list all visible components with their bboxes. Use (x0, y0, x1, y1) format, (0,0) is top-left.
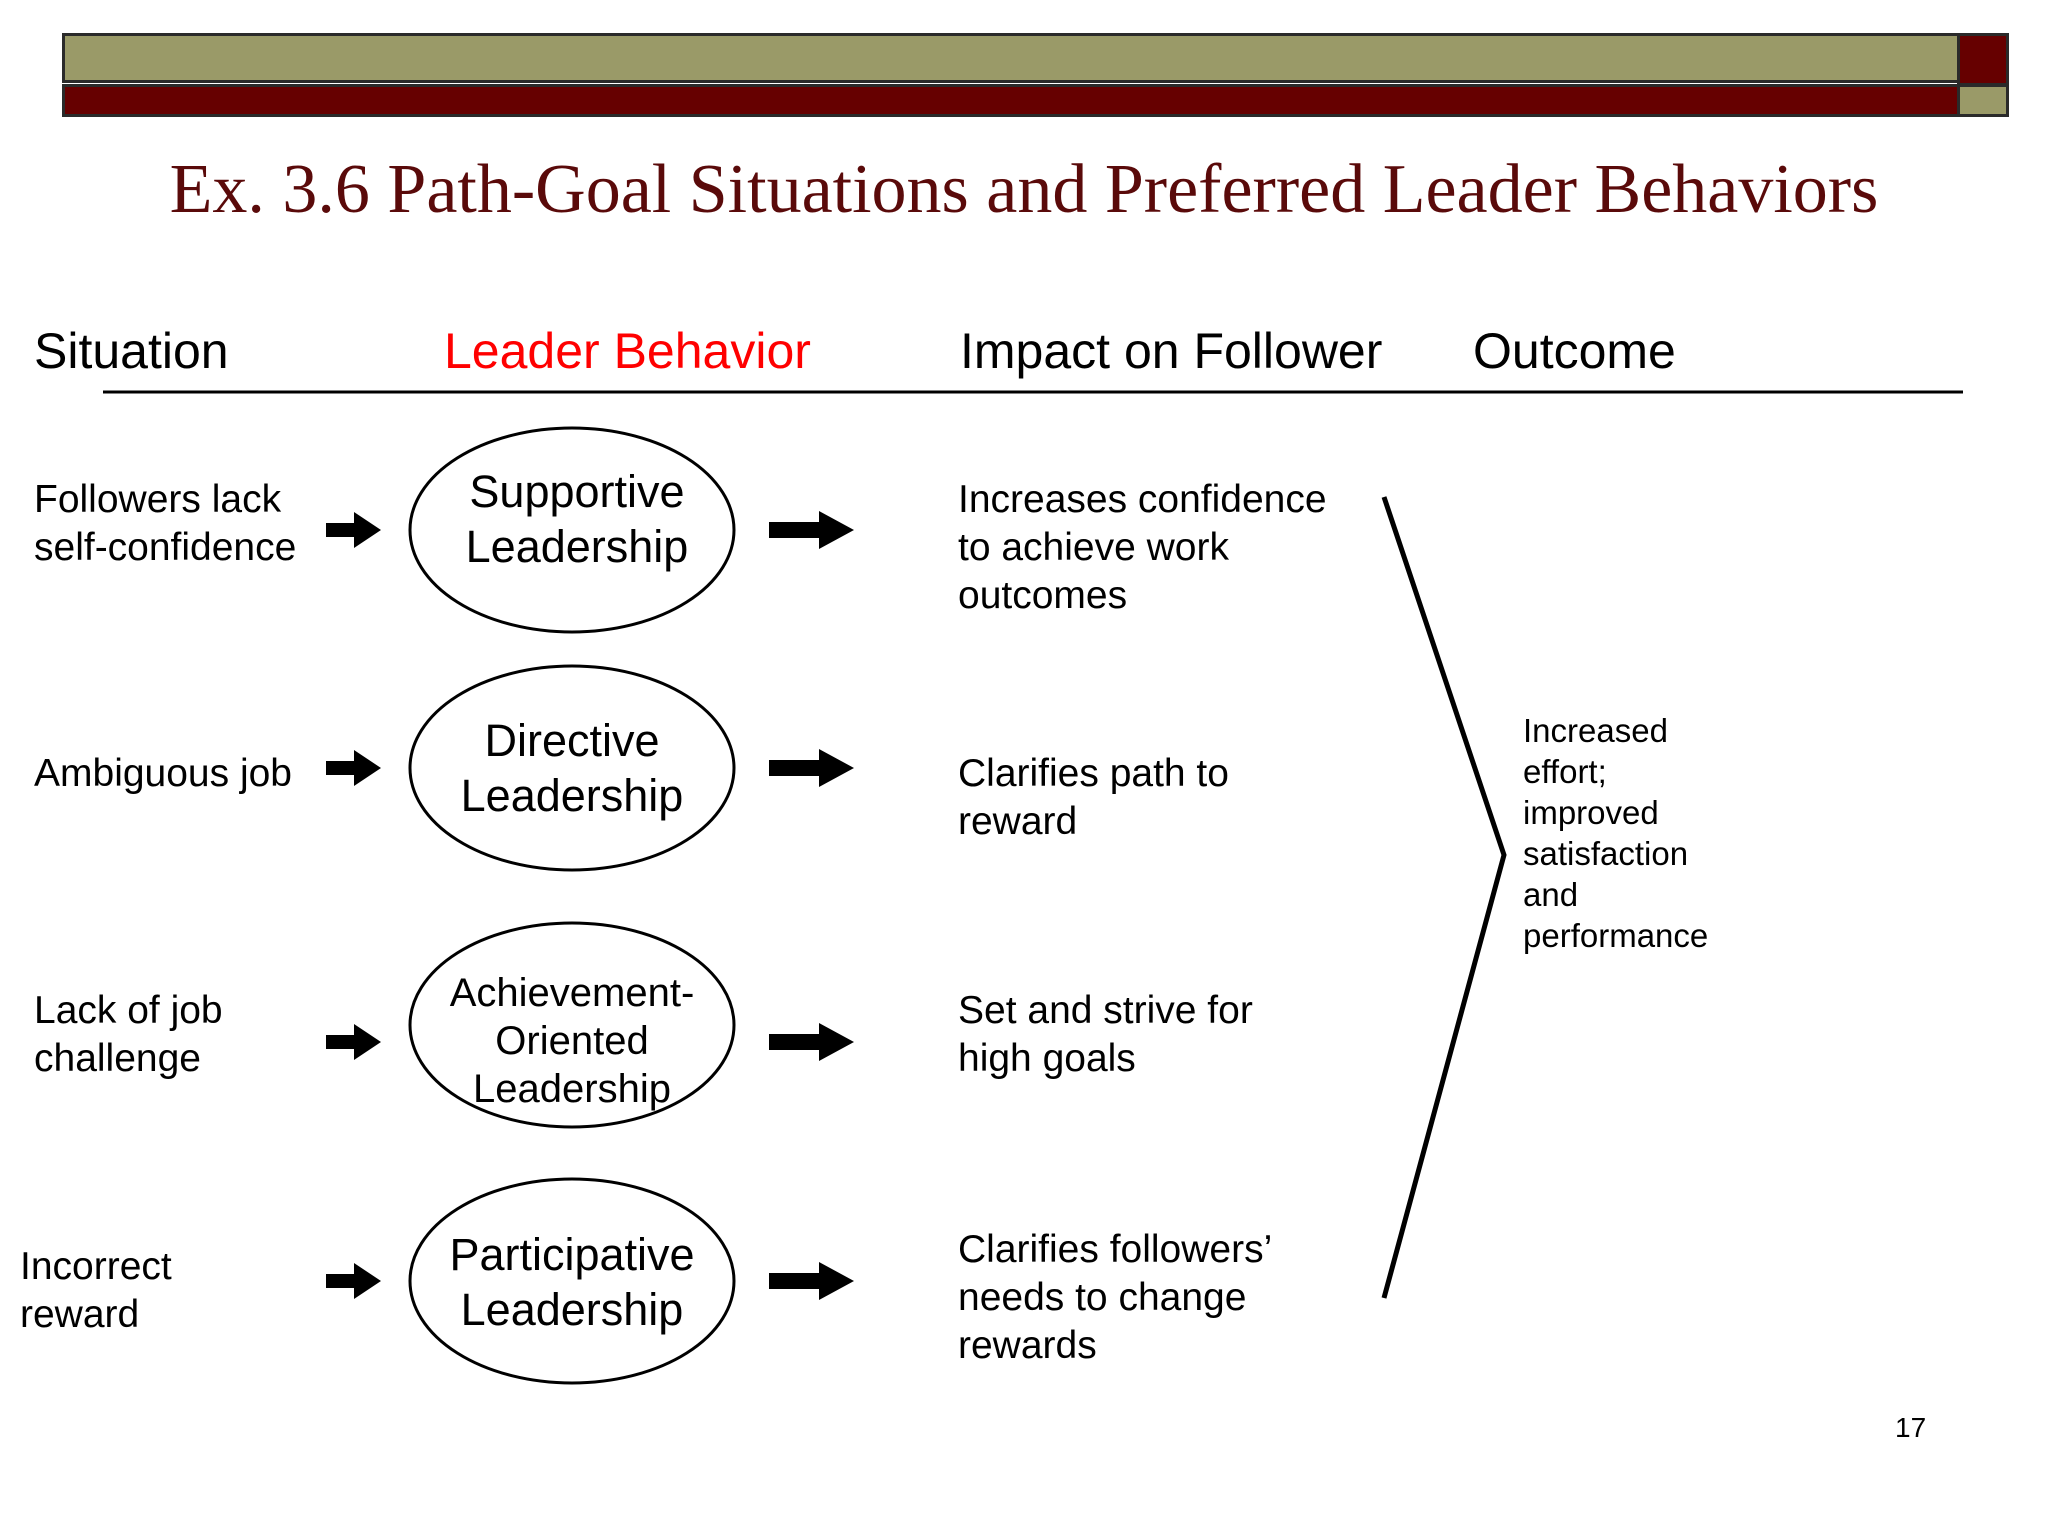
behavior-2-line-1: Directive (484, 715, 660, 766)
situation-3-line-2: challenge (34, 1037, 201, 1080)
behavior-2-line-2: Leadership (460, 770, 684, 821)
outcome-line-1: Increased (1523, 712, 1668, 749)
right-arrow-icon (326, 512, 381, 548)
impact-1-line-2: to achieve work (958, 526, 1229, 569)
right-arrow-icon (769, 749, 854, 787)
right-arrow-icon (326, 1024, 381, 1060)
situation-1-line-2: self-confidence (34, 526, 297, 569)
header-band-maroon (62, 84, 1960, 117)
impact-4-line-1: Clarifies followers’ (958, 1228, 1273, 1271)
impact-1-line-1: Increases confidence (958, 478, 1327, 521)
behavior-1-line-1: Supportive (469, 466, 685, 517)
behavior-1-line-2: Leadership (465, 521, 689, 572)
right-arrow-icon (769, 1023, 854, 1061)
oval-participative (408, 1177, 736, 1385)
right-arrow-icon (769, 511, 854, 549)
impact-2-line-1: Clarifies path to (958, 752, 1229, 795)
header-band-olive (62, 33, 1960, 83)
impact-3-line-2: high goals (958, 1037, 1136, 1080)
oval-directive (408, 664, 736, 872)
impact-2-line-2: reward (958, 800, 1078, 843)
outcome-line-5: and (1523, 876, 1579, 913)
impact-4-line-3: rewards (958, 1324, 1097, 1367)
header-leader-behavior: Leader Behavior (444, 323, 811, 379)
situation-4-line-1: Incorrect (20, 1245, 172, 1288)
impact-1-line-3: outcomes (958, 574, 1128, 617)
situation-1-line-1: Followers lack (34, 478, 282, 521)
behavior-4-line-2: Leadership (460, 1284, 684, 1335)
behavior-3-line-2: Oriented (495, 1019, 649, 1063)
right-arrow-icon (326, 1263, 381, 1299)
oval-supportive (408, 426, 736, 634)
corner-square-olive (1957, 84, 2009, 117)
slide-title: Ex. 3.6 Path-Goal Situations and Preferr… (169, 151, 1879, 228)
situation-2-line-1: Ambiguous job (34, 752, 292, 795)
oval-achievement-oriented (408, 921, 736, 1129)
situation-4-line-2: reward (20, 1293, 140, 1336)
impact-4-line-2: needs to change (958, 1276, 1247, 1319)
right-arrow-icon (326, 750, 381, 786)
behavior-3-line-1: Achievement- (449, 971, 695, 1015)
right-arrow-icon (769, 1262, 854, 1300)
impact-3-line-1: Set and strive for (958, 989, 1253, 1032)
outcome-line-3: improved (1523, 794, 1659, 831)
header-outcome: Outcome (1473, 323, 1676, 379)
behavior-3-line-3: Leadership (473, 1067, 671, 1111)
outcome-line-6: performance (1523, 917, 1709, 954)
header-situation: Situation (34, 323, 229, 379)
outcome-line-4: satisfaction (1523, 835, 1689, 872)
situation-3-line-1: Lack of job (34, 989, 223, 1032)
header-impact-on-follower: Impact on Follower (960, 323, 1383, 379)
page-number: 17 (1895, 1412, 1927, 1443)
outcome-line-2: effort; (1523, 753, 1607, 790)
outcome-bracket (1381, 496, 1507, 1299)
behavior-4-line-1: Participative (449, 1229, 695, 1280)
